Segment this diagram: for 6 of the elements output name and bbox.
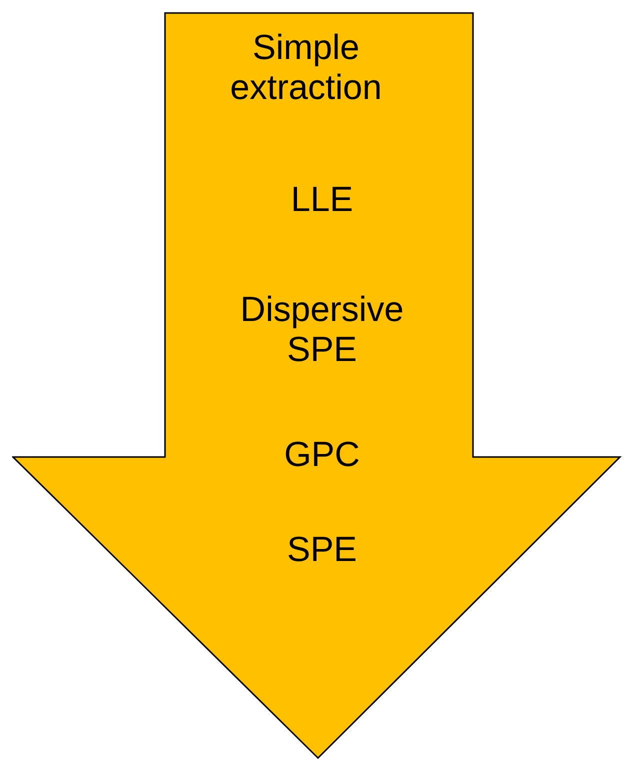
technique-label: SPE (286, 530, 358, 570)
technique-label: LLE (290, 180, 354, 220)
technique-label: GPC (283, 435, 361, 475)
technique-label: Simple extraction (229, 28, 383, 108)
down-arrow-shape (12, 12, 622, 760)
technique-label: Dispersive SPE (239, 290, 405, 370)
